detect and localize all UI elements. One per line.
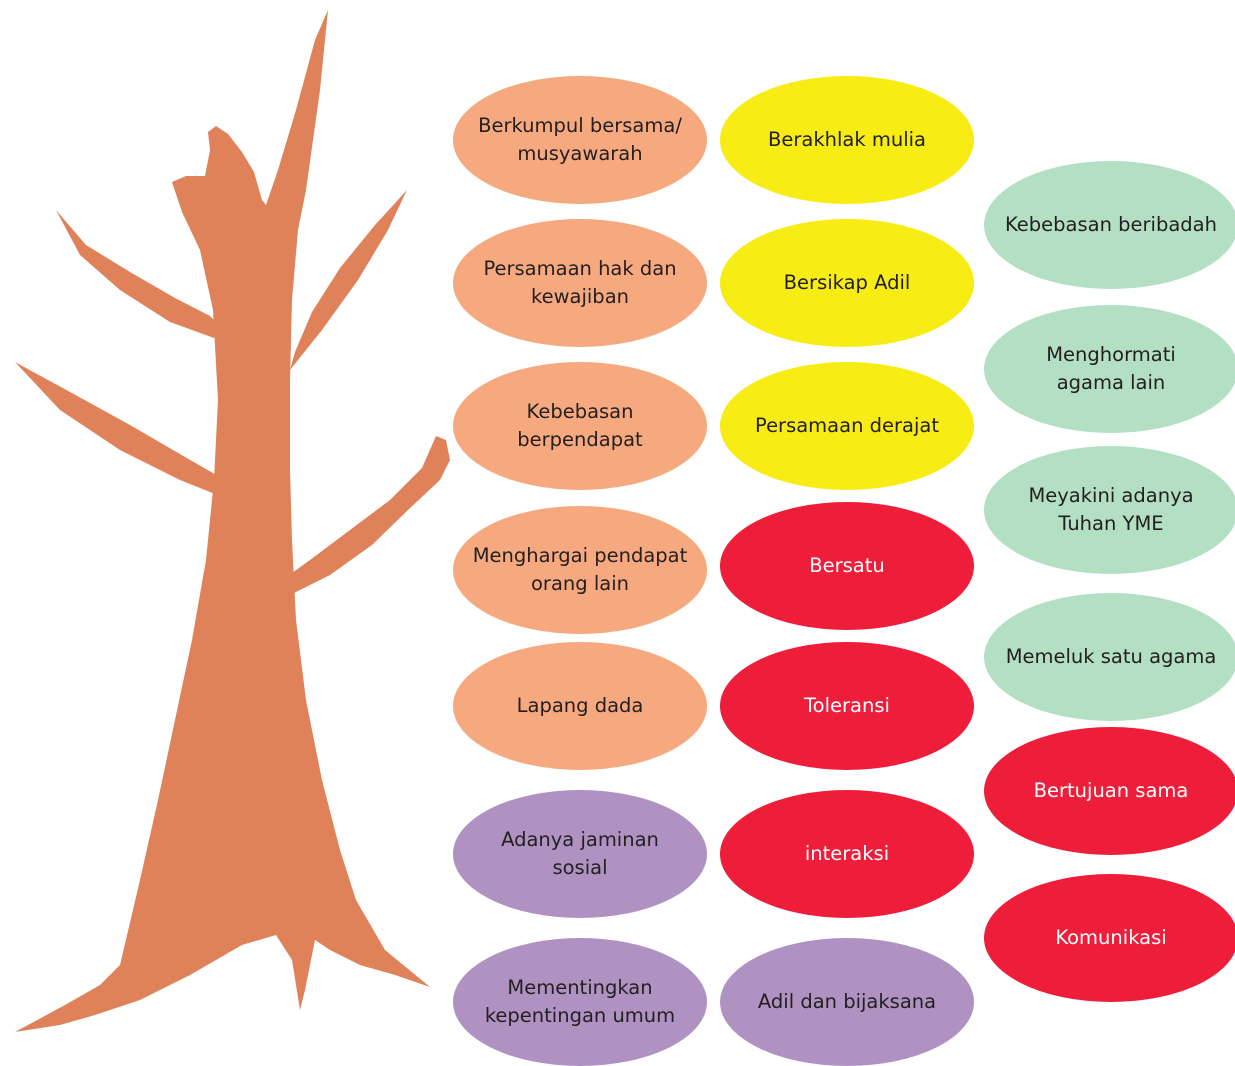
tree-trunk — [15, 10, 430, 1032]
ellipse-left-3: Kebebasan berpendapat — [453, 362, 707, 490]
ellipse-left-4: Menghargai pendapat orang lain — [453, 506, 707, 634]
ellipse-middle-3: Persamaan derajat — [720, 362, 974, 490]
ellipse-right-6: Komunikasi — [984, 874, 1235, 1002]
ellipse-right-4: Memeluk satu agama — [984, 593, 1235, 721]
branch-lower-right — [292, 436, 450, 594]
ellipse-left-1: Berkumpul bersama/ musyawarah — [453, 76, 707, 204]
branch-upper-left — [56, 210, 222, 338]
ellipse-right-2: Menghormati agama lain — [984, 305, 1235, 433]
ellipse-middle-1: Berakhlak mulia — [720, 76, 974, 204]
branch-upper-right — [290, 190, 407, 370]
ellipse-middle-4: Bersatu — [720, 502, 974, 630]
ellipse-right-5: Bertujuan sama — [984, 727, 1235, 855]
ellipse-middle-2: Bersikap Adil — [720, 219, 974, 347]
ellipse-middle-5: Toleransi — [720, 642, 974, 770]
ellipse-middle-6: interaksi — [720, 790, 974, 918]
ellipse-right-1: Kebebasan beribadah — [984, 161, 1235, 289]
ellipse-left-6: Adanya jaminan sosial — [453, 790, 707, 918]
ellipse-right-3: Meyakini adanya Tuhan YME — [984, 446, 1235, 574]
ellipse-left-7: Mementingkan kepentingan umum — [453, 938, 707, 1066]
ellipse-left-2: Persamaan hak dan kewajiban — [453, 219, 707, 347]
ellipse-middle-7: Adil dan bijaksana — [720, 938, 974, 1066]
branch-lower-left — [15, 362, 234, 500]
ellipse-left-5: Lapang dada — [453, 642, 707, 770]
